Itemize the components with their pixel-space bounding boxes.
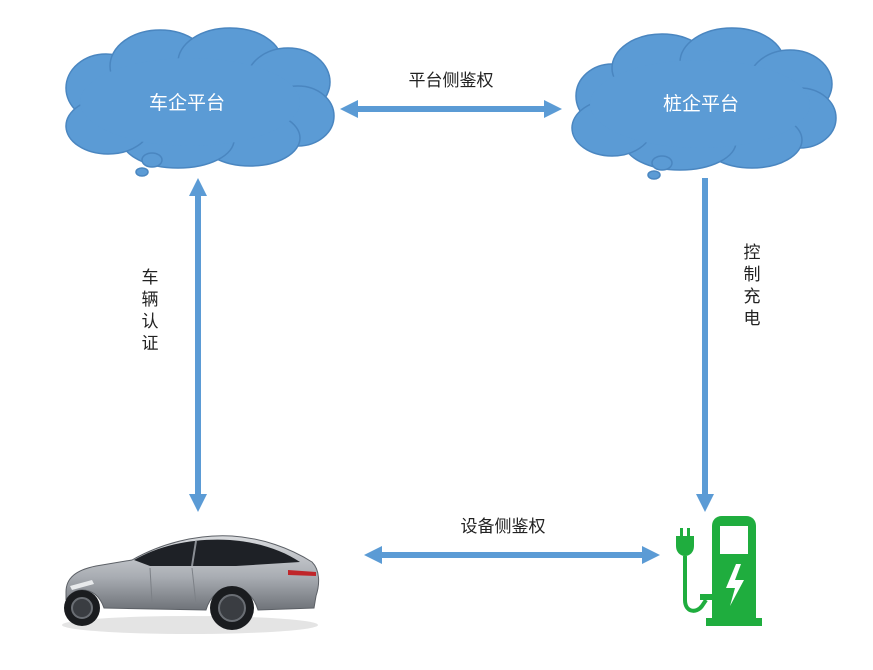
pile-platform-label: 桩企平台: [663, 93, 739, 115]
charge-control-char: 电: [744, 309, 761, 329]
vehicle-auth-char: 证: [142, 334, 159, 354]
device-auth-label: 设备侧鉴权: [461, 517, 546, 537]
charge-control-label: 控 制 充 电: [744, 243, 761, 329]
charge-control-char: 充: [744, 287, 761, 307]
platform-auth-label: 平台侧鉴权: [409, 71, 494, 91]
charge-control-char: 控: [744, 243, 761, 263]
charge-control-arrow: [696, 178, 714, 512]
ev-charging-station-icon: [676, 516, 762, 626]
charge-control-char: 制: [744, 265, 761, 285]
vehicle-auth-arrow: [189, 178, 207, 512]
vehicle-auth-char: 车: [142, 268, 159, 288]
vehicle-auth-char: 辆: [142, 290, 159, 310]
vehicle-auth-char: 认: [142, 312, 159, 332]
charging-company-platform-cloud: 桩企平台: [571, 27, 837, 180]
vehicle-auth-label: 车 辆 认 证: [142, 268, 159, 354]
car-platform-label: 车企平台: [149, 92, 225, 114]
device-auth-arrow: [364, 546, 660, 564]
electric-car-image: [62, 535, 320, 634]
car-company-platform-cloud: 车企平台: [65, 27, 335, 177]
platform-auth-arrow: [340, 100, 562, 118]
